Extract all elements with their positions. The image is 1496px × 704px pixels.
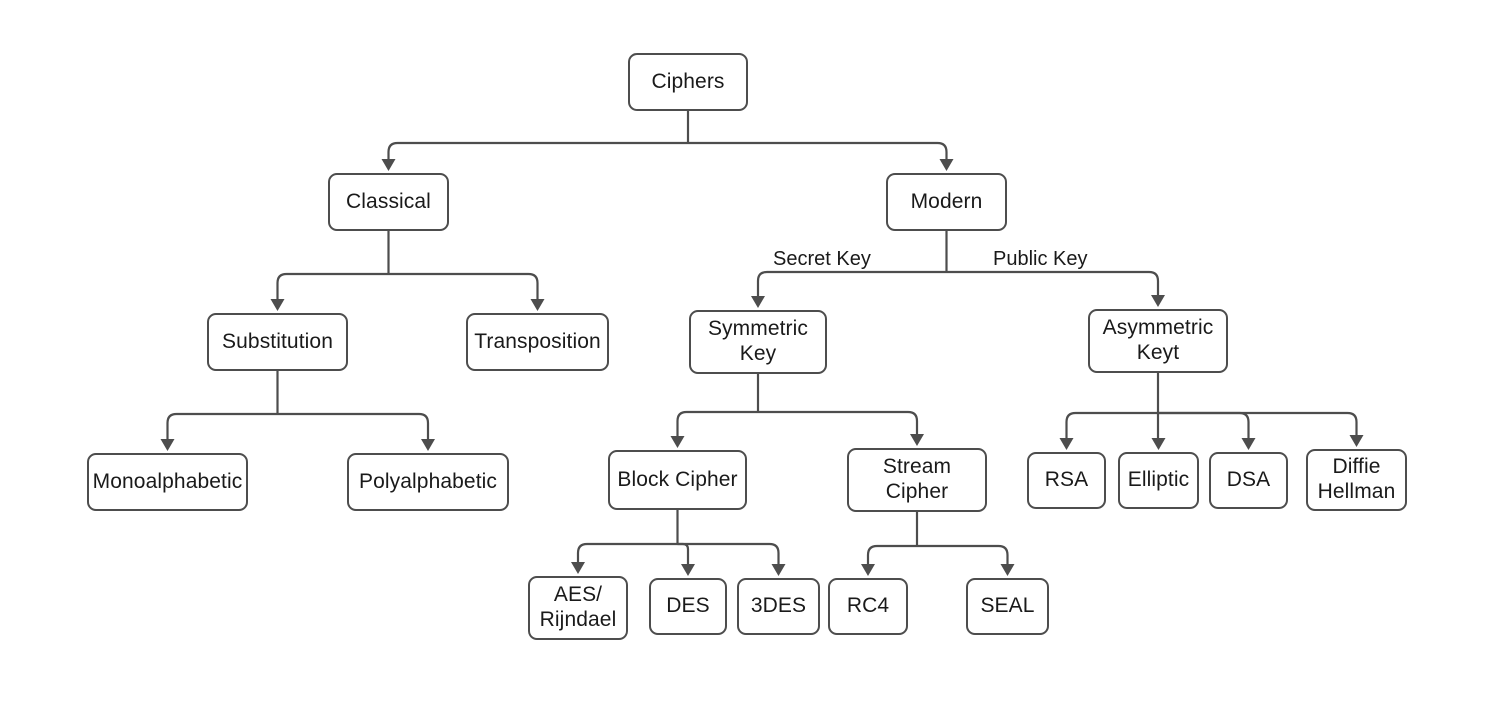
edge-arrowhead bbox=[1059, 438, 1074, 450]
edge-line bbox=[866, 544, 917, 564]
edge-arrowhead bbox=[1241, 438, 1256, 450]
edge-line bbox=[276, 272, 389, 299]
node-rc4[interactable]: RC4 bbox=[828, 578, 908, 635]
edge-arrowhead bbox=[1000, 564, 1015, 576]
edge-arrowhead bbox=[681, 564, 695, 576]
edge-arrowhead bbox=[530, 299, 545, 311]
node-symmetric_key[interactable]: Symmetric Key bbox=[689, 310, 827, 374]
public-key-label: Public Key bbox=[993, 248, 1088, 270]
edge-arrowhead bbox=[381, 159, 396, 171]
edge-arrowhead bbox=[421, 439, 435, 451]
edge-arrowhead bbox=[939, 159, 954, 171]
edge-line bbox=[576, 542, 678, 562]
node-classical[interactable]: Classical bbox=[328, 173, 449, 231]
node-monoalphabetic[interactable]: Monoalphabetic bbox=[87, 453, 248, 511]
node-aes_rijndael[interactable]: AES/ Rijndael bbox=[528, 576, 628, 640]
node-diffie_hellman[interactable]: Diffie Hellman bbox=[1306, 449, 1407, 511]
edge-line bbox=[388, 272, 539, 299]
edge-arrowhead bbox=[1349, 435, 1364, 447]
edge-line bbox=[166, 412, 278, 439]
edge-line bbox=[277, 412, 430, 439]
edge-line bbox=[676, 410, 758, 436]
edge-line bbox=[946, 270, 1160, 295]
edge-arrowhead bbox=[571, 562, 585, 574]
edge-arrowhead bbox=[861, 564, 875, 576]
node-modern[interactable]: Modern bbox=[886, 173, 1007, 231]
node-elliptic[interactable]: Elliptic bbox=[1118, 452, 1199, 509]
edge-arrowhead bbox=[270, 299, 285, 311]
node-stream_cipher[interactable]: Stream Cipher bbox=[847, 448, 987, 512]
edge-line bbox=[758, 410, 919, 434]
node-block_cipher[interactable]: Block Cipher bbox=[608, 450, 747, 510]
edge-arrowhead bbox=[1151, 295, 1165, 307]
node-des[interactable]: DES bbox=[649, 578, 727, 635]
node-3des[interactable]: 3DES bbox=[737, 578, 820, 635]
node-polyalphabetic[interactable]: Polyalphabetic bbox=[347, 453, 509, 511]
node-transposition[interactable]: Transposition bbox=[466, 313, 609, 371]
edge-arrowhead bbox=[910, 434, 924, 446]
edge-line bbox=[677, 542, 690, 564]
edge-line bbox=[688, 141, 948, 159]
edge-arrowhead bbox=[160, 439, 175, 451]
edge-arrowhead bbox=[751, 296, 765, 308]
node-seal[interactable]: SEAL bbox=[966, 578, 1049, 635]
edge-arrowhead bbox=[771, 564, 786, 576]
edge-line bbox=[756, 270, 947, 296]
node-rsa[interactable]: RSA bbox=[1027, 452, 1106, 509]
edge-arrowhead bbox=[1151, 438, 1166, 450]
secret-key-label: Secret Key bbox=[773, 248, 871, 270]
edge-line bbox=[917, 544, 1009, 564]
edge-line bbox=[1158, 411, 1358, 435]
node-ciphers[interactable]: Ciphers bbox=[628, 53, 748, 111]
edge-arrowhead bbox=[670, 436, 685, 448]
node-dsa[interactable]: DSA bbox=[1209, 452, 1288, 509]
edge-line bbox=[387, 141, 688, 159]
edge-line bbox=[677, 542, 780, 564]
edge-line bbox=[1065, 411, 1158, 438]
node-asymmetric_key[interactable]: Asymmetric Keyt bbox=[1088, 309, 1228, 373]
node-substitution[interactable]: Substitution bbox=[207, 313, 348, 371]
edge-line bbox=[1158, 411, 1250, 438]
